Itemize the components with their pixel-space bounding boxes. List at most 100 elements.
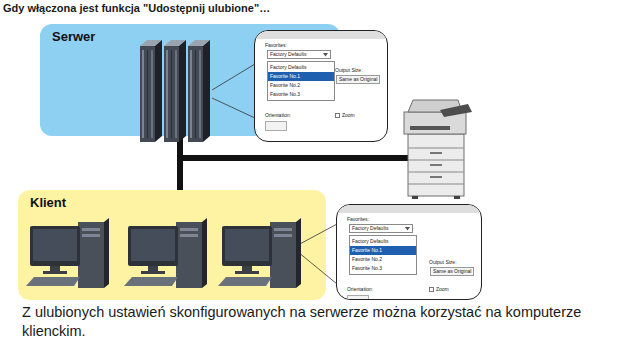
ui-text: Favorite No.1 (270, 73, 300, 79)
ui-frame (255, 31, 388, 39)
ui-text: Favorites: (347, 216, 369, 222)
drawer-handle (430, 152, 442, 154)
chk-field: Zoom (335, 112, 355, 119)
drawer-handle (430, 176, 442, 178)
list-field: Favorite No.2 (350, 255, 416, 264)
hl-field: Favorite No.1 (268, 72, 334, 81)
diagram-title-wrap: Gdy włączona jest funkcja "Udostępnij ul… (3, 2, 270, 15)
callout-line (212, 98, 255, 118)
diagram-caption-wrap: Z ulubionych ustawień skonfigurowanych n… (22, 303, 622, 340)
pc-keyboard (218, 277, 272, 286)
pc-tower (176, 222, 202, 288)
client-pc (124, 218, 207, 288)
plain-field: Favorites: (347, 216, 369, 223)
ui-frame (337, 205, 482, 213)
pc-drive (82, 234, 100, 237)
printer-scanner (404, 112, 466, 134)
server-rack (188, 40, 210, 142)
rack-stripe (151, 50, 153, 138)
rack-stripe (171, 50, 172, 138)
client-pc (218, 218, 301, 288)
ui-text: Factory Defaults (270, 64, 306, 70)
ui-text: Zoom (342, 112, 355, 118)
ui-text: Same as Original (339, 76, 377, 82)
pc-keyboard (124, 277, 178, 286)
printer-drawer (408, 148, 464, 149)
plain-field: Orientation: (265, 112, 291, 119)
pc-tower (270, 222, 296, 288)
pc-monitor (222, 226, 272, 266)
list-field: Favorite No.3 (268, 90, 334, 99)
list-field: Factory Defaults (268, 63, 334, 72)
rack-front (188, 46, 203, 142)
pc-drive (180, 228, 198, 231)
ui-text: Favorite No.3 (352, 265, 382, 271)
callout-line (298, 252, 337, 284)
printer (404, 100, 472, 199)
ui-text: Same as Original (433, 268, 471, 274)
plain-field: Output Size: (335, 67, 363, 74)
rack-stripe (199, 50, 201, 138)
screenshot-callout: Favorites:Factory DefaultsFactory Defaul… (336, 204, 482, 300)
ui-text: Output Size: (429, 259, 457, 265)
checkbox (429, 287, 434, 292)
pc-screen (131, 229, 175, 261)
printer-panel (440, 104, 472, 117)
printer-drawer (408, 184, 464, 185)
pc-drive (274, 234, 292, 237)
plain-field: Orientation: (347, 286, 373, 293)
network-cable (177, 136, 183, 190)
checkbox (335, 113, 340, 118)
region-label-wrap: Serwer (52, 29, 95, 44)
dropdown-arrow (405, 227, 410, 231)
server-rack (140, 40, 162, 142)
pc-keyboard (26, 277, 80, 286)
drawer-handle (430, 164, 442, 166)
pc-drive (82, 228, 100, 231)
list-field: Favorite No.3 (350, 264, 416, 273)
ui-text: Output Size: (335, 67, 363, 73)
network-wire (180, 155, 410, 161)
pc-screen (225, 229, 269, 261)
dropdown-arrow (323, 53, 328, 57)
printer-wheel (454, 196, 460, 199)
rack-stripe (166, 50, 168, 138)
pc-drive (274, 228, 292, 231)
region-label: Serwer (52, 29, 95, 44)
ui-text: Favorite No.2 (270, 82, 300, 88)
rack-stripe (190, 50, 192, 138)
pc-monitor (128, 226, 178, 266)
callout-line (212, 64, 255, 90)
pc-tower-side (104, 218, 109, 288)
ui-text: Factory Defaults (352, 238, 388, 244)
ui-text: Favorites: (265, 42, 287, 48)
diagram-title: Gdy włączona jest funkcja "Udostępnij ul… (3, 2, 270, 15)
printer-drawer (408, 172, 464, 173)
chk-field: Zoom (429, 286, 449, 293)
ui-frame (347, 295, 369, 300)
rack-stripe (175, 50, 177, 138)
rack-front (164, 46, 179, 142)
rack-side (155, 40, 162, 142)
drop-field: Factory Defaults (349, 224, 413, 233)
region-label: Klient (30, 195, 66, 210)
screenshot-callout: Favorites:Factory DefaultsFactory Defaul… (254, 30, 388, 142)
ui-text: Favorite No.3 (270, 91, 300, 97)
client-pc (26, 218, 109, 288)
pc-stand (141, 271, 165, 274)
ui-text: Zoom (436, 286, 449, 292)
printer-drawer (408, 160, 464, 161)
pc-tower-side (202, 218, 207, 288)
box-field: Same as Original (336, 75, 380, 84)
printer-output (410, 126, 450, 130)
drop-field: Factory Defaults (267, 50, 331, 59)
rack-front (140, 46, 155, 142)
rack-stripe (195, 50, 196, 138)
plain-field: Favorites: (265, 42, 287, 49)
printer-body (408, 134, 464, 196)
rack-side (203, 40, 210, 142)
ui-text: Factory Defaults (352, 225, 388, 231)
